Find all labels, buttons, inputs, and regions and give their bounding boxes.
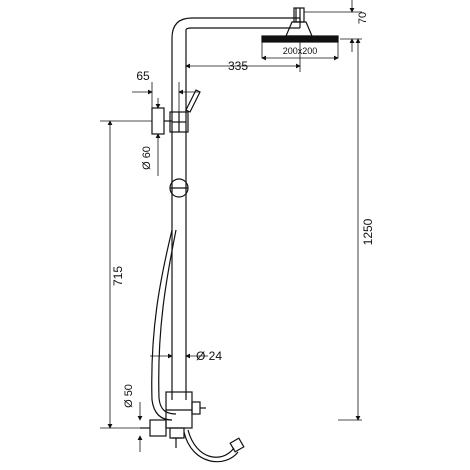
dim-total-height: 1250 (355, 38, 375, 421)
upper-wall-bracket (151, 89, 201, 135)
dim-wall-offset: 65 (132, 69, 200, 112)
thermostatic-mixer (140, 391, 206, 448)
dim-flange-bottom-label: Ø 50 (123, 384, 135, 408)
inlet-hose (183, 429, 245, 463)
dim-flange-bottom: Ø 50 (123, 384, 143, 452)
dim-head-offset: 70 (349, 0, 369, 52)
dim-head-offset-label: 70 (357, 12, 369, 24)
dim-handshower-height: 715 (107, 120, 125, 429)
shower-column (171, 17, 301, 400)
dim-wall-offset-label: 65 (136, 69, 150, 83)
slider-holder (169, 178, 189, 198)
dim-flange-top: Ø 60 (141, 98, 161, 176)
dim-arm-length: 335 (185, 42, 301, 73)
dim-total-height-label: 1250 (361, 218, 375, 245)
dim-flange-top-label: Ø 60 (141, 146, 153, 170)
dim-pipe-diameter-label: Ø 24 (196, 349, 222, 363)
dim-pipe-diameter: Ø 24 (150, 349, 222, 363)
dim-arm-length-label: 335 (228, 59, 248, 73)
dim-handshower-height-label: 715 (111, 266, 125, 286)
